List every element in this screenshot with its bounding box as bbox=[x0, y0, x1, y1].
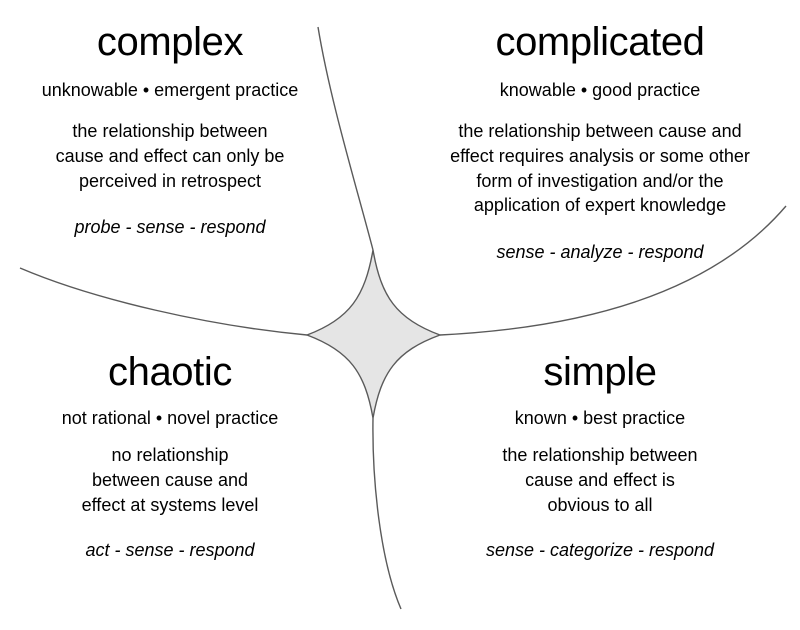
quadrant-complex-body-line: perceived in retrospect bbox=[78, 170, 262, 191]
quadrant-complex-body: the relationship between cause and effec… bbox=[0, 119, 340, 193]
quadrant-simple: simple known • best practice the relatio… bbox=[400, 352, 800, 559]
quadrant-simple-subtitle: known • best practice bbox=[514, 408, 686, 428]
quadrant-complex-body-line: the relationship between bbox=[72, 121, 268, 141]
quadrant-complex-body-line: cause and effect can only be bbox=[55, 145, 285, 166]
quadrant-chaotic-title: chaotic bbox=[108, 350, 232, 394]
quadrant-complicated-action: sense - analyze - respond bbox=[496, 242, 704, 263]
quadrant-complex-title: complex bbox=[96, 20, 244, 64]
quadrant-simple-body-line: obvious to all bbox=[547, 494, 653, 515]
quadrant-complicated-body-line: the relationship between cause and bbox=[458, 121, 742, 141]
quadrant-complex-action: probe - sense - respond bbox=[74, 217, 266, 238]
quadrant-chaotic-body-line: between cause and bbox=[91, 469, 249, 490]
quadrant-complicated-body-line: effect requires analysis or some other bbox=[450, 145, 750, 166]
quadrant-complicated: complicated knowable • good practice the… bbox=[400, 22, 800, 261]
divider-left bbox=[19, 267, 308, 336]
quadrant-simple-body-line: the relationship between bbox=[502, 445, 698, 465]
quadrant-simple-action: sense - categorize - respond bbox=[485, 540, 715, 561]
divider-top bbox=[317, 26, 374, 251]
quadrant-simple-body: the relationship between cause and effec… bbox=[400, 443, 800, 517]
divider-bottom bbox=[372, 417, 402, 610]
quadrant-simple-body-line: cause and effect is bbox=[525, 469, 675, 490]
divider-right bbox=[439, 205, 787, 336]
quadrant-chaotic-body: no relationship between cause and effect… bbox=[0, 443, 340, 517]
quadrant-complicated-subtitle: knowable • good practice bbox=[499, 80, 701, 100]
quadrant-complicated-body: the relationship between cause and effec… bbox=[400, 119, 800, 218]
quadrant-chaotic-body-line: effect at systems level bbox=[81, 494, 259, 515]
quadrant-complicated-title: complicated bbox=[495, 20, 705, 64]
quadrant-complicated-body-line: application of expert knowledge bbox=[473, 195, 727, 216]
quadrant-complex: complex unknowable • emergent practice t… bbox=[0, 22, 340, 236]
quadrant-chaotic: chaotic not rational • novel practice no… bbox=[0, 352, 340, 559]
quadrant-chaotic-subtitle: not rational • novel practice bbox=[61, 408, 279, 428]
quadrant-complex-subtitle: unknowable • emergent practice bbox=[41, 80, 299, 100]
quadrant-chaotic-action: act - sense - respond bbox=[85, 540, 255, 561]
quadrant-chaotic-body-line: no relationship bbox=[111, 445, 229, 465]
quadrant-complicated-body-line: form of investigation and/or the bbox=[476, 170, 724, 191]
quadrant-simple-title: simple bbox=[543, 350, 657, 394]
